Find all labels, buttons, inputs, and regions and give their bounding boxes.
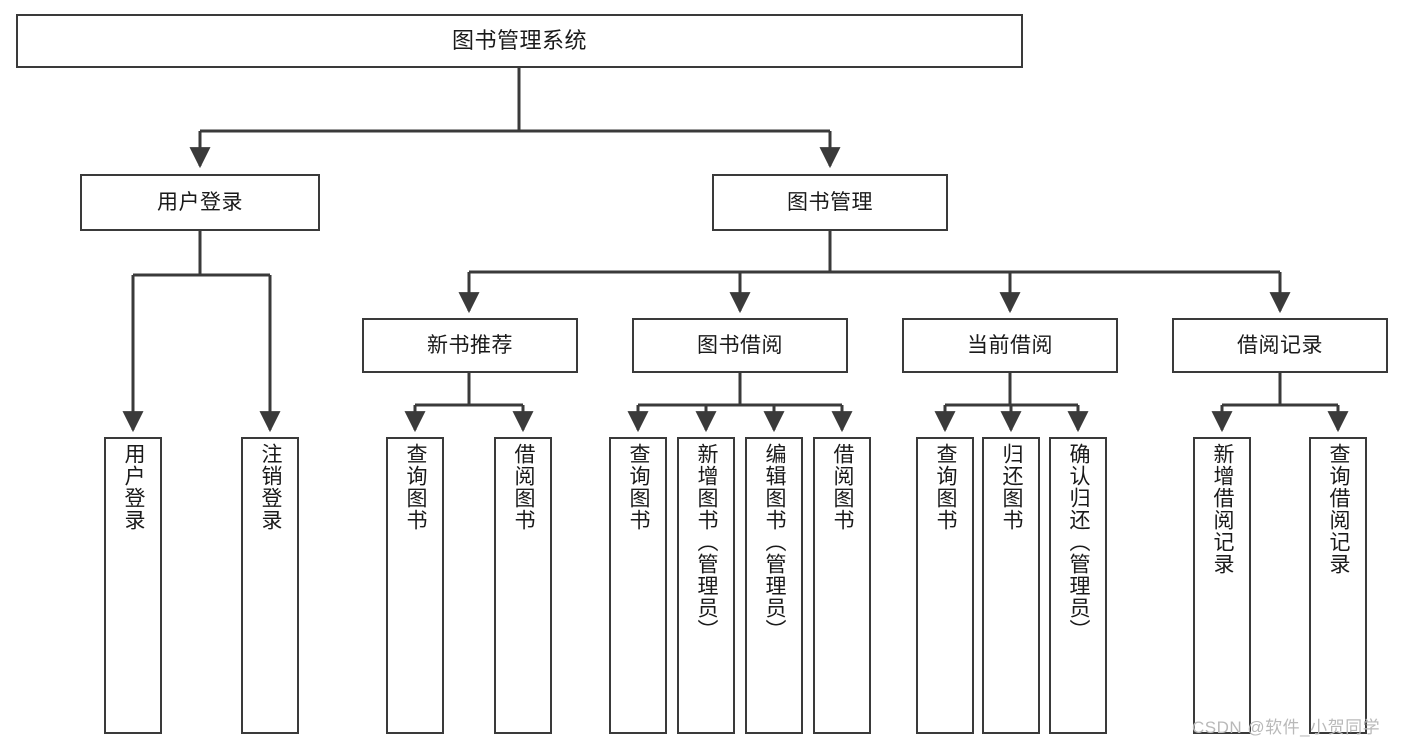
leaf-user-login-logout-label: 注销登录 (259, 443, 283, 531)
leaf-current-return-book[interactable]: 归还图书 (982, 437, 1040, 734)
leaf-borrow-add-book[interactable]: 新增图书（管理员） (677, 437, 735, 734)
leaf-record-add[interactable]: 新增借阅记录 (1193, 437, 1251, 734)
leaf-borrow-query-book[interactable]: 查询图书 (609, 437, 667, 734)
node-current-borrow[interactable]: 当前借阅 (902, 318, 1118, 373)
watermark-csdn: CSDN @软件_小贺同学 (1192, 718, 1381, 737)
node-root-system-label: 图书管理系统 (451, 27, 587, 53)
node-book-management-label: 图书管理 (787, 190, 873, 214)
leaf-borrow-borrow-book-label: 借阅图书 (831, 443, 855, 531)
node-current-borrow-label: 当前借阅 (967, 333, 1053, 357)
leaf-record-add-label: 新增借阅记录 (1211, 443, 1235, 575)
node-root-system[interactable]: 图书管理系统 (16, 14, 1023, 68)
leaf-current-confirm-return[interactable]: 确认归还（管理员） (1049, 437, 1107, 734)
leaf-borrow-edit-book[interactable]: 编辑图书（管理员） (745, 437, 803, 734)
leaf-borrow-borrow-book[interactable]: 借阅图书 (813, 437, 871, 734)
leaf-current-return-book-label: 归还图书 (1000, 443, 1024, 531)
leaf-new-book-borrow-label: 借阅图书 (512, 443, 536, 531)
leaf-current-query-book[interactable]: 查询图书 (916, 437, 974, 734)
node-new-book-recommend[interactable]: 新书推荐 (362, 318, 578, 373)
node-borrow-record[interactable]: 借阅记录 (1172, 318, 1388, 373)
node-book-borrow[interactable]: 图书借阅 (632, 318, 848, 373)
node-new-book-recommend-label: 新书推荐 (427, 333, 513, 357)
leaf-record-query-label: 查询借阅记录 (1327, 443, 1351, 575)
node-book-borrow-label: 图书借阅 (697, 333, 783, 357)
node-book-management[interactable]: 图书管理 (712, 174, 948, 231)
leaf-user-login-login-label: 用户登录 (122, 443, 146, 531)
leaf-current-confirm-return-label: 确认归还（管理员） (1067, 443, 1091, 641)
leaf-borrow-query-book-label: 查询图书 (627, 443, 651, 531)
leaf-borrow-edit-book-label: 编辑图书（管理员） (763, 443, 787, 641)
leaf-new-book-query[interactable]: 查询图书 (386, 437, 444, 734)
leaf-user-login-logout[interactable]: 注销登录 (241, 437, 299, 734)
leaf-current-query-book-label: 查询图书 (934, 443, 958, 531)
leaf-new-book-query-label: 查询图书 (404, 443, 428, 531)
node-borrow-record-label: 借阅记录 (1237, 333, 1323, 357)
node-user-login-label: 用户登录 (157, 190, 243, 214)
leaf-borrow-add-book-label: 新增图书（管理员） (695, 443, 719, 641)
node-user-login[interactable]: 用户登录 (80, 174, 320, 231)
leaf-user-login-login[interactable]: 用户登录 (104, 437, 162, 734)
leaf-new-book-borrow[interactable]: 借阅图书 (494, 437, 552, 734)
leaf-record-query[interactable]: 查询借阅记录 (1309, 437, 1367, 734)
